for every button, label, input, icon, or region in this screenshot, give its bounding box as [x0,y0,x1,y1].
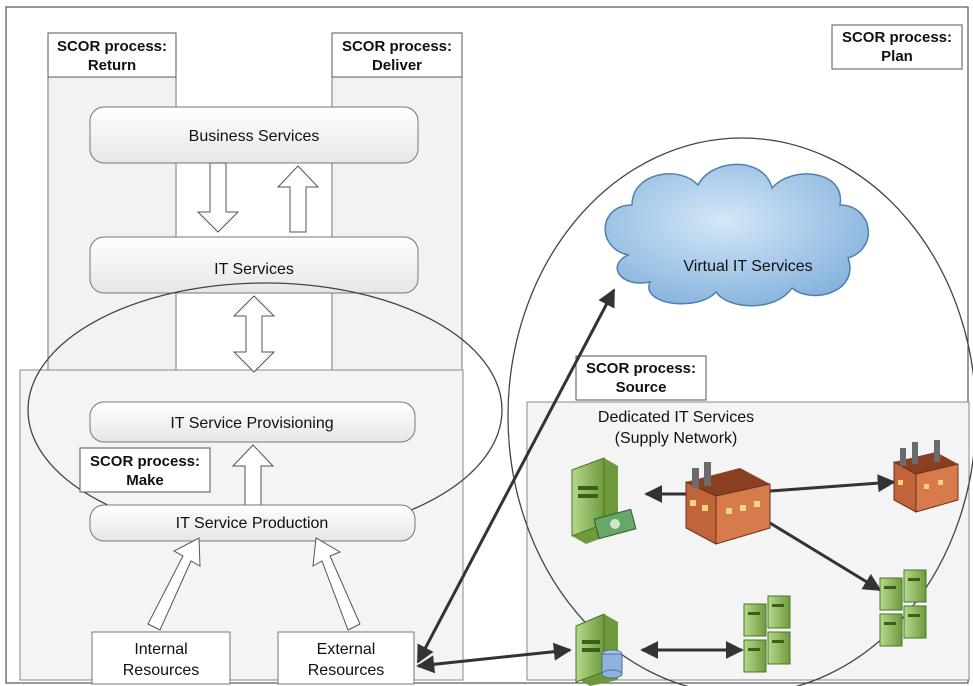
it-service-production-label: IT Service Production [176,515,329,532]
server-database-icon [575,613,623,686]
up-arrow [276,165,320,233]
scor-deliver-line1: SCOR process: [342,38,452,55]
scor-plan-label: SCOR process: Plan [831,24,963,70]
virtual-it-services-cloud: Virtual IT Services [604,163,870,307]
external-resources-arrow [312,537,361,631]
business-services-box [89,106,419,164]
external-to-cloud-arrow [416,288,616,664]
scor-deliver-line2: Deliver [372,57,422,74]
it-services-label: IT Services [214,261,294,278]
external-resources-line1: External [317,641,376,658]
dedicated-label-line1: Dedicated IT Services [598,409,754,426]
factory-icon [685,462,771,545]
it-service-production-box [89,504,416,542]
scor-source-line2: Source [616,379,667,396]
scor-plan-line2: Plan [881,48,913,65]
scor-return-line1: SCOR process: [57,38,167,55]
server-rack-icon [879,569,927,647]
cloud-label: Virtual IT Services [683,258,812,275]
internal-resources-box [91,631,231,685]
it-service-provisioning-box [89,401,416,443]
external-to-db-server-arrow [416,642,572,674]
scor-deliver-label: SCOR process: Deliver [331,32,463,78]
internal-resources-line1: Internal [134,641,187,658]
server-rack-icon [743,595,791,673]
server-money-icon [571,457,637,544]
scor-make-line1: SCOR process: [90,453,200,470]
scor-return-line2: Return [88,57,136,74]
connection-arrows [416,288,896,674]
factory-icon [893,440,959,513]
internal-resources-arrow [147,537,201,631]
double-arrow [232,295,276,373]
scor-source-line1: SCOR process: [586,360,696,377]
scor-plan-line1: SCOR process: [842,29,952,46]
scor-make-label: SCOR process: Make [79,447,211,493]
external-resources-line2: Resources [308,662,384,679]
it-service-provisioning-label: IT Service Provisioning [170,415,333,432]
scor-source-label: SCOR process: Source [575,355,707,401]
dedicated-label-line2: (Supply Network) [615,430,738,447]
scor-make-line2: Make [126,472,164,489]
scor-return-label: SCOR process: Return [47,32,177,78]
internal-resources-line2: Resources [123,662,199,679]
external-resources-box [277,631,415,685]
down-arrow [196,162,240,233]
it-services-box [89,236,419,294]
production-up-arrow [231,444,275,506]
business-services-label: Business Services [189,128,320,145]
